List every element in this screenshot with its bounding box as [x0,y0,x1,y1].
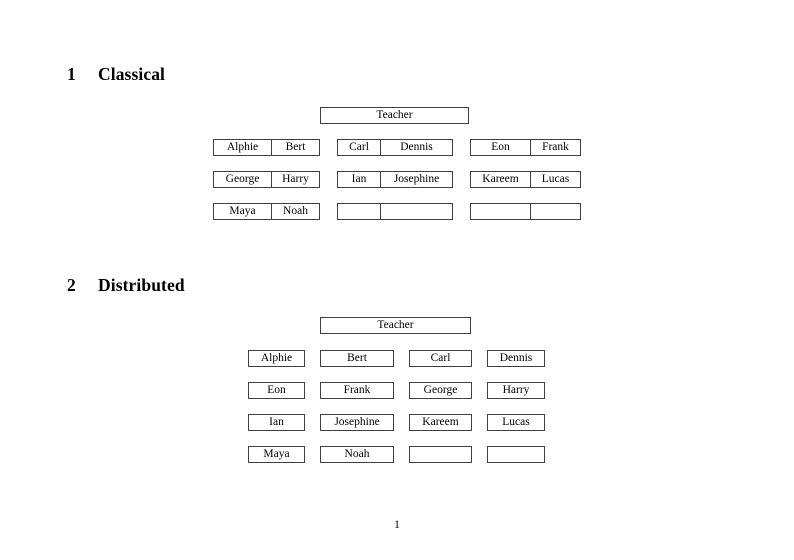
section-number: 1 [67,64,76,84]
student-box[interactable]: Josephine [320,414,394,431]
student-pair-box[interactable] [470,203,581,220]
student-cell[interactable]: Josephine [380,172,452,187]
student-cell[interactable]: Maya [229,204,256,217]
student-box[interactable]: Dennis [487,350,545,367]
student-pair-box[interactable]: George Harry [213,171,320,188]
section-heading-classical: 1 Classical [67,64,165,85]
student-cell[interactable]: Ian [351,172,367,185]
student-pair-box[interactable]: Alphie Bert [213,139,320,156]
student-box[interactable]: Ian [248,414,305,431]
student-box[interactable] [409,446,472,463]
student-cell[interactable]: Alphie [226,140,259,153]
teacher-box[interactable]: Teacher [320,107,469,124]
student-cell[interactable]: Harry [271,172,319,187]
student-cell[interactable] [380,204,452,219]
student-cell[interactable]: Carl [349,140,369,153]
student-cell[interactable]: Bert [271,140,319,155]
student-cell[interactable]: Frank [530,140,580,155]
student-cell[interactable]: George [225,172,260,185]
student-cell[interactable]: Dennis [380,140,452,155]
section-heading-distributed: 2 Distributed [67,275,185,296]
section-number: 2 [67,275,76,295]
student-cell[interactable]: Noah [271,204,319,219]
student-box[interactable]: Maya [248,446,305,463]
student-pair-box[interactable]: Maya Noah [213,203,320,220]
student-box[interactable]: Noah [320,446,394,463]
student-box[interactable]: Alphie [248,350,305,367]
student-cell[interactable] [530,204,580,219]
student-box[interactable]: Bert [320,350,394,367]
page-number: 1 [394,519,400,531]
student-cell[interactable]: Kareem [482,172,519,185]
student-box[interactable]: Carl [409,350,472,367]
student-pair-box[interactable]: Kareem Lucas [470,171,581,188]
student-box[interactable]: Eon [248,382,305,399]
student-box[interactable] [487,446,545,463]
student-pair-box[interactable]: Carl Dennis [337,139,453,156]
student-box[interactable]: Harry [487,382,545,399]
student-pair-box[interactable] [337,203,453,220]
student-cell[interactable]: Eon [491,140,510,153]
student-box[interactable]: Kareem [409,414,472,431]
section-title: Distributed [98,275,185,295]
student-cell[interactable]: Lucas [530,172,580,187]
student-box[interactable]: Frank [320,382,394,399]
student-pair-box[interactable]: Ian Josephine [337,171,453,188]
teacher-box[interactable]: Teacher [320,317,471,334]
student-box[interactable]: Lucas [487,414,545,431]
student-box[interactable]: George [409,382,472,399]
student-pair-box[interactable]: Eon Frank [470,139,581,156]
section-title: Classical [98,64,166,84]
